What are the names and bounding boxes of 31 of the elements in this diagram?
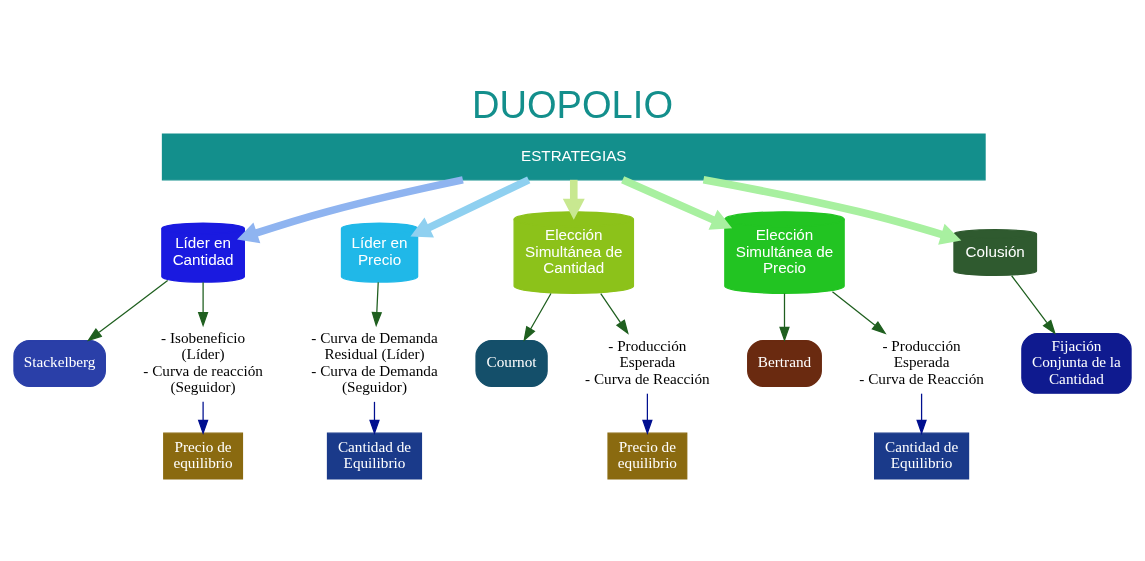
arrow [86, 279, 169, 342]
node-box: Cantidad de Equilibrio [326, 432, 423, 480]
arrow [562, 179, 585, 220]
arrow [702, 176, 962, 245]
arrow [197, 401, 209, 436]
arrow [197, 281, 209, 328]
node-box: Precio de equilibrio [607, 432, 688, 480]
node-text: - Producción Esperada - Curva de Reacción [859, 336, 984, 387]
node-box: Cantidad de Equilibrio [874, 432, 970, 480]
node-box: Cournot [475, 339, 548, 387]
arrow [779, 292, 790, 342]
node-text: - Producción Esperada - Curva de Reacción [585, 336, 710, 387]
node-text: - Isobeneficio (Líder) - Curva de reacción (Seguidor) [143, 328, 263, 396]
arrow [1011, 275, 1056, 335]
arrow [600, 292, 629, 335]
diagram-title: DUOPOLIO [471, 83, 674, 126]
arrow [371, 281, 383, 328]
node-text: - Curva de Demanda Residual (Líder) - Curva de Demanda (Seguidor) [311, 328, 438, 396]
node-box: Precio de equilibrio [163, 432, 244, 480]
node-box: ESTRATEGIAS [161, 133, 986, 181]
arrow [916, 393, 927, 435]
arrow [410, 176, 531, 238]
arrow [621, 176, 733, 230]
arrow [237, 176, 464, 244]
arrow [523, 292, 552, 342]
node-box: Fijación Conjunta de la Cantidad [1021, 332, 1132, 394]
node-box: Stackelberg [13, 339, 106, 387]
arrow [642, 393, 653, 435]
arrow [831, 291, 887, 335]
arrow [369, 401, 380, 436]
node-box: Bertrand [747, 339, 822, 387]
